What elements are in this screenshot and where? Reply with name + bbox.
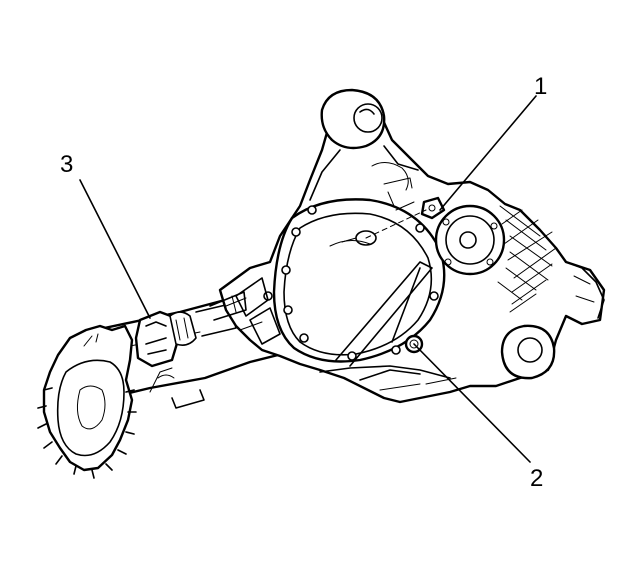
- callout-leaders: [79, 95, 537, 463]
- pinion-flange: [434, 204, 506, 276]
- callout-label-2: 2: [530, 465, 543, 492]
- axle-flange: [37, 324, 137, 479]
- differential-housing: [209, 88, 606, 404]
- callout-label-3: 3: [60, 151, 73, 178]
- lower-mount-bushing: [500, 324, 556, 380]
- leader-1: [439, 95, 537, 211]
- upper-mount-bushing: [320, 88, 386, 150]
- ring-gear-hatch: [497, 205, 557, 313]
- cover-bolts: [263, 205, 439, 361]
- callout-label-1: 1: [534, 73, 547, 100]
- sensor-connector: [134, 303, 237, 368]
- leader-2: [413, 343, 531, 463]
- leader-3: [79, 179, 151, 319]
- fill-plug: [420, 196, 446, 220]
